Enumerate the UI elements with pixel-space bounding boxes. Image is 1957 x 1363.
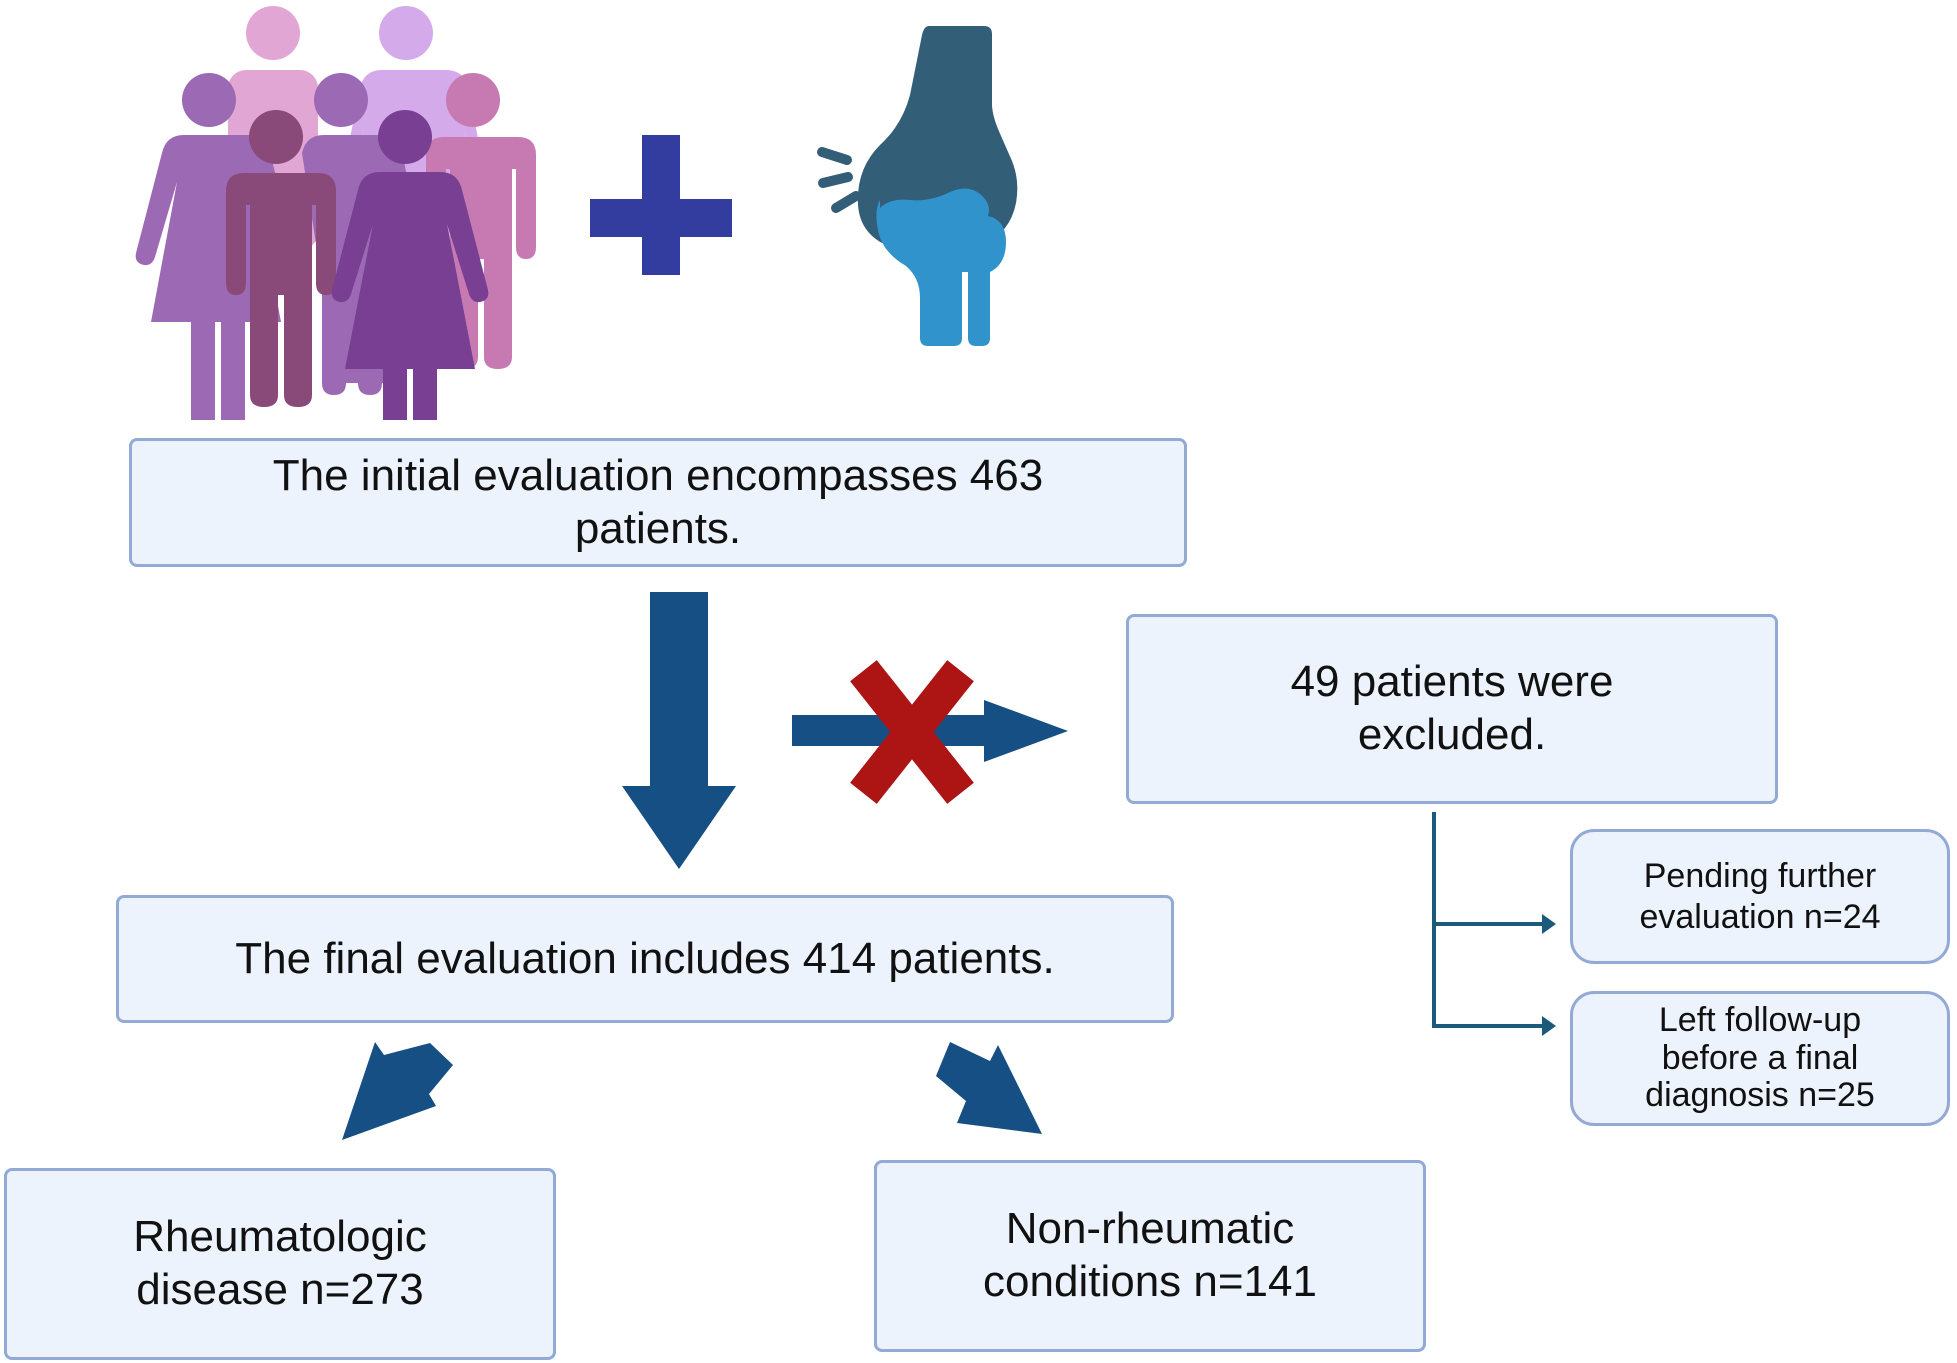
arrowhead-left-followup	[1542, 1016, 1556, 1036]
left-followup-text: Left follow-up before a final diagnosis …	[1645, 1001, 1875, 1115]
rheumatologic-disease-text: Rheumatologic disease n=273	[133, 1212, 427, 1314]
arrowhead-pending	[1542, 914, 1556, 934]
non-rheumatic-conditions-text: Non-rheumatic conditions n=141	[983, 1204, 1317, 1306]
down-arrow	[622, 592, 736, 869]
initial-evaluation-text: The initial evaluation encompasses 463 p…	[272, 450, 1044, 553]
left-diagonal-arrow	[342, 1042, 453, 1140]
final-evaluation-box: The final evaluation includes 414 patien…	[116, 895, 1174, 1023]
pending-evaluation-box: Pending further evaluation n=24	[1570, 829, 1950, 964]
initial-evaluation-box: The initial evaluation encompasses 463 p…	[129, 438, 1187, 567]
final-evaluation-text: The final evaluation includes 414 patien…	[235, 933, 1055, 983]
non-rheumatic-conditions-box: Non-rheumatic conditions n=141	[874, 1160, 1426, 1352]
header-illustration	[135, 6, 1018, 420]
left-followup-box: Left follow-up before a final diagnosis …	[1570, 991, 1950, 1126]
people-group-icon	[135, 6, 536, 420]
rheumatologic-disease-box: Rheumatologic disease n=273	[4, 1168, 556, 1360]
pending-evaluation-text: Pending further evaluation n=24	[1639, 856, 1881, 936]
right-diagonal-arrow	[936, 1042, 1042, 1134]
exclusion-connector	[1432, 812, 1545, 1028]
red-x-icon	[850, 660, 974, 804]
plus-icon	[590, 135, 732, 275]
excluded-box: 49 patients were excluded.	[1126, 614, 1778, 804]
excluded-text: 49 patients were excluded.	[1290, 657, 1614, 759]
knee-joint-pain-icon	[817, 26, 1018, 346]
